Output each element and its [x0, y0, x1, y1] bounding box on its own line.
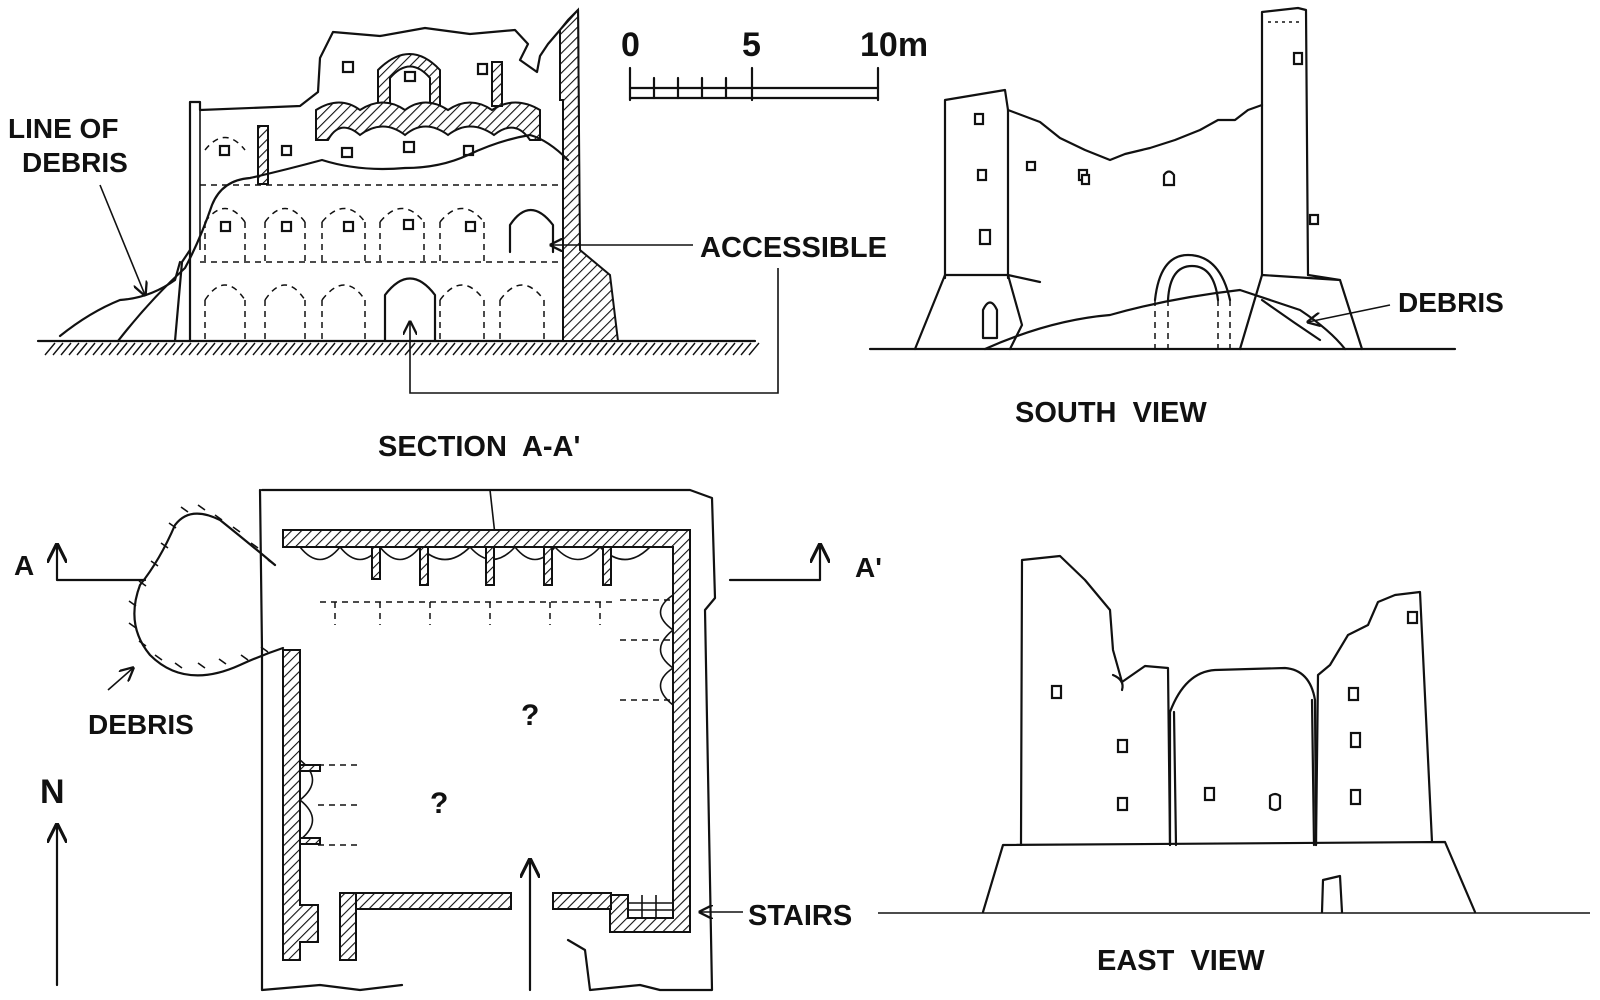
- stairs-label: STAIRS: [748, 900, 852, 932]
- section-marker-a-prime: A': [855, 552, 882, 583]
- section-a-a-title: SECTION A-A': [378, 431, 580, 463]
- unknown-area-2: ?: [430, 787, 448, 820]
- east-view-title: EAST VIEW: [1097, 945, 1265, 977]
- unknown-area-1: ?: [521, 699, 539, 732]
- ground-hatching: [44, 342, 760, 356]
- north-label: N: [40, 773, 65, 811]
- scale-bar: 0 5 10m: [621, 26, 928, 102]
- line-of-debris-label-2: DEBRIS: [22, 147, 128, 178]
- accessible-label: ACCESSIBLE: [700, 232, 887, 264]
- scale-tick-10m: 10m: [860, 26, 928, 64]
- section-marker-a: A: [14, 550, 34, 581]
- section-windows: [218, 60, 489, 233]
- debris-plan-label: DEBRIS: [88, 709, 194, 740]
- section-a-a-drawing: [36, 7, 779, 394]
- scale-tick-0: 0: [621, 26, 640, 64]
- line-of-debris-label-1: LINE OF: [8, 113, 118, 144]
- stairs-grid: [628, 895, 673, 918]
- debris-hachure: [128, 504, 276, 669]
- plan-vault-ribs: [299, 546, 674, 846]
- debris-south-label: DEBRIS: [1398, 287, 1504, 318]
- south-view-drawing: [868, 6, 1457, 351]
- floor-plan-drawing: [57, 488, 1590, 992]
- scale-tick-5: 5: [742, 26, 761, 64]
- south-view-title: SOUTH VIEW: [1015, 397, 1207, 429]
- east-view-drawing: [981, 554, 1477, 914]
